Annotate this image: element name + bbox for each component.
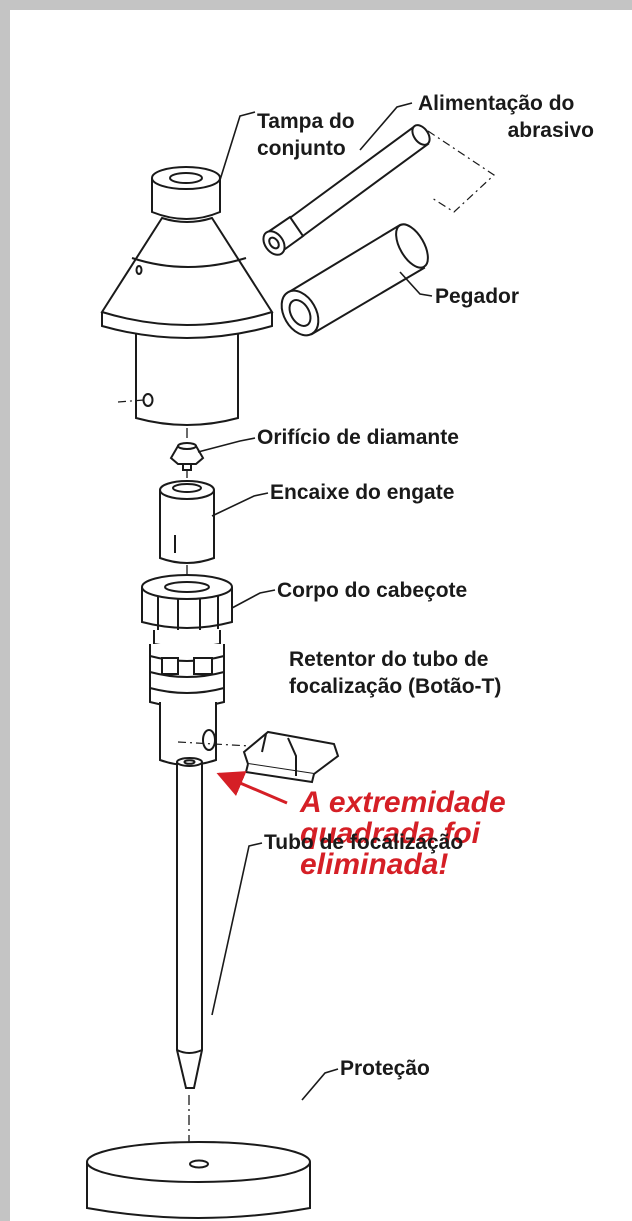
label-retainer-1: Retentor do tubo de xyxy=(289,648,488,671)
label-diamond-orifice: Orifício de diamante xyxy=(257,426,459,449)
callout-line-2: quadrada foi xyxy=(300,817,481,850)
callout-line-3: eliminada! xyxy=(300,848,448,881)
cap-port-axis xyxy=(117,399,145,403)
coupling-fitting-part xyxy=(159,480,215,564)
label-guard: Proteção xyxy=(340,1057,430,1080)
label-gripper: Pegador xyxy=(435,285,519,308)
retainer-axis xyxy=(177,741,251,747)
leader-lines xyxy=(197,102,433,1101)
frame-border-left xyxy=(0,0,10,1221)
callout-line-1: A extremidade xyxy=(299,786,506,819)
label-retainer-2: focalização (Botão-T) xyxy=(289,675,501,698)
assembly-cap-part xyxy=(100,166,274,426)
callout-arrow xyxy=(216,771,288,805)
abrasive-feed-part xyxy=(262,124,431,256)
guard-disc-part xyxy=(86,1141,311,1219)
label-abrasive-feed-1: Alimentação do xyxy=(418,92,574,115)
feed-axis-line xyxy=(427,130,495,213)
label-head-body: Corpo do cabeçote xyxy=(277,579,467,602)
label-abrasive-feed-2: abrasivo xyxy=(508,119,594,142)
t-button-retainer-part xyxy=(242,730,340,784)
frame-border-top xyxy=(0,0,632,10)
label-assembly-cap-2: conjunto xyxy=(257,137,346,160)
focusing-tube-part xyxy=(176,757,203,1089)
gripper-part xyxy=(280,223,429,337)
label-assembly-cap-1: Tampa do xyxy=(257,110,355,133)
diamond-orifice-part xyxy=(169,442,205,471)
head-body-part xyxy=(141,574,233,766)
label-focusing-tube: Tubo de focalização xyxy=(264,831,463,854)
label-coupling-fitting: Encaixe do engate xyxy=(270,481,454,504)
